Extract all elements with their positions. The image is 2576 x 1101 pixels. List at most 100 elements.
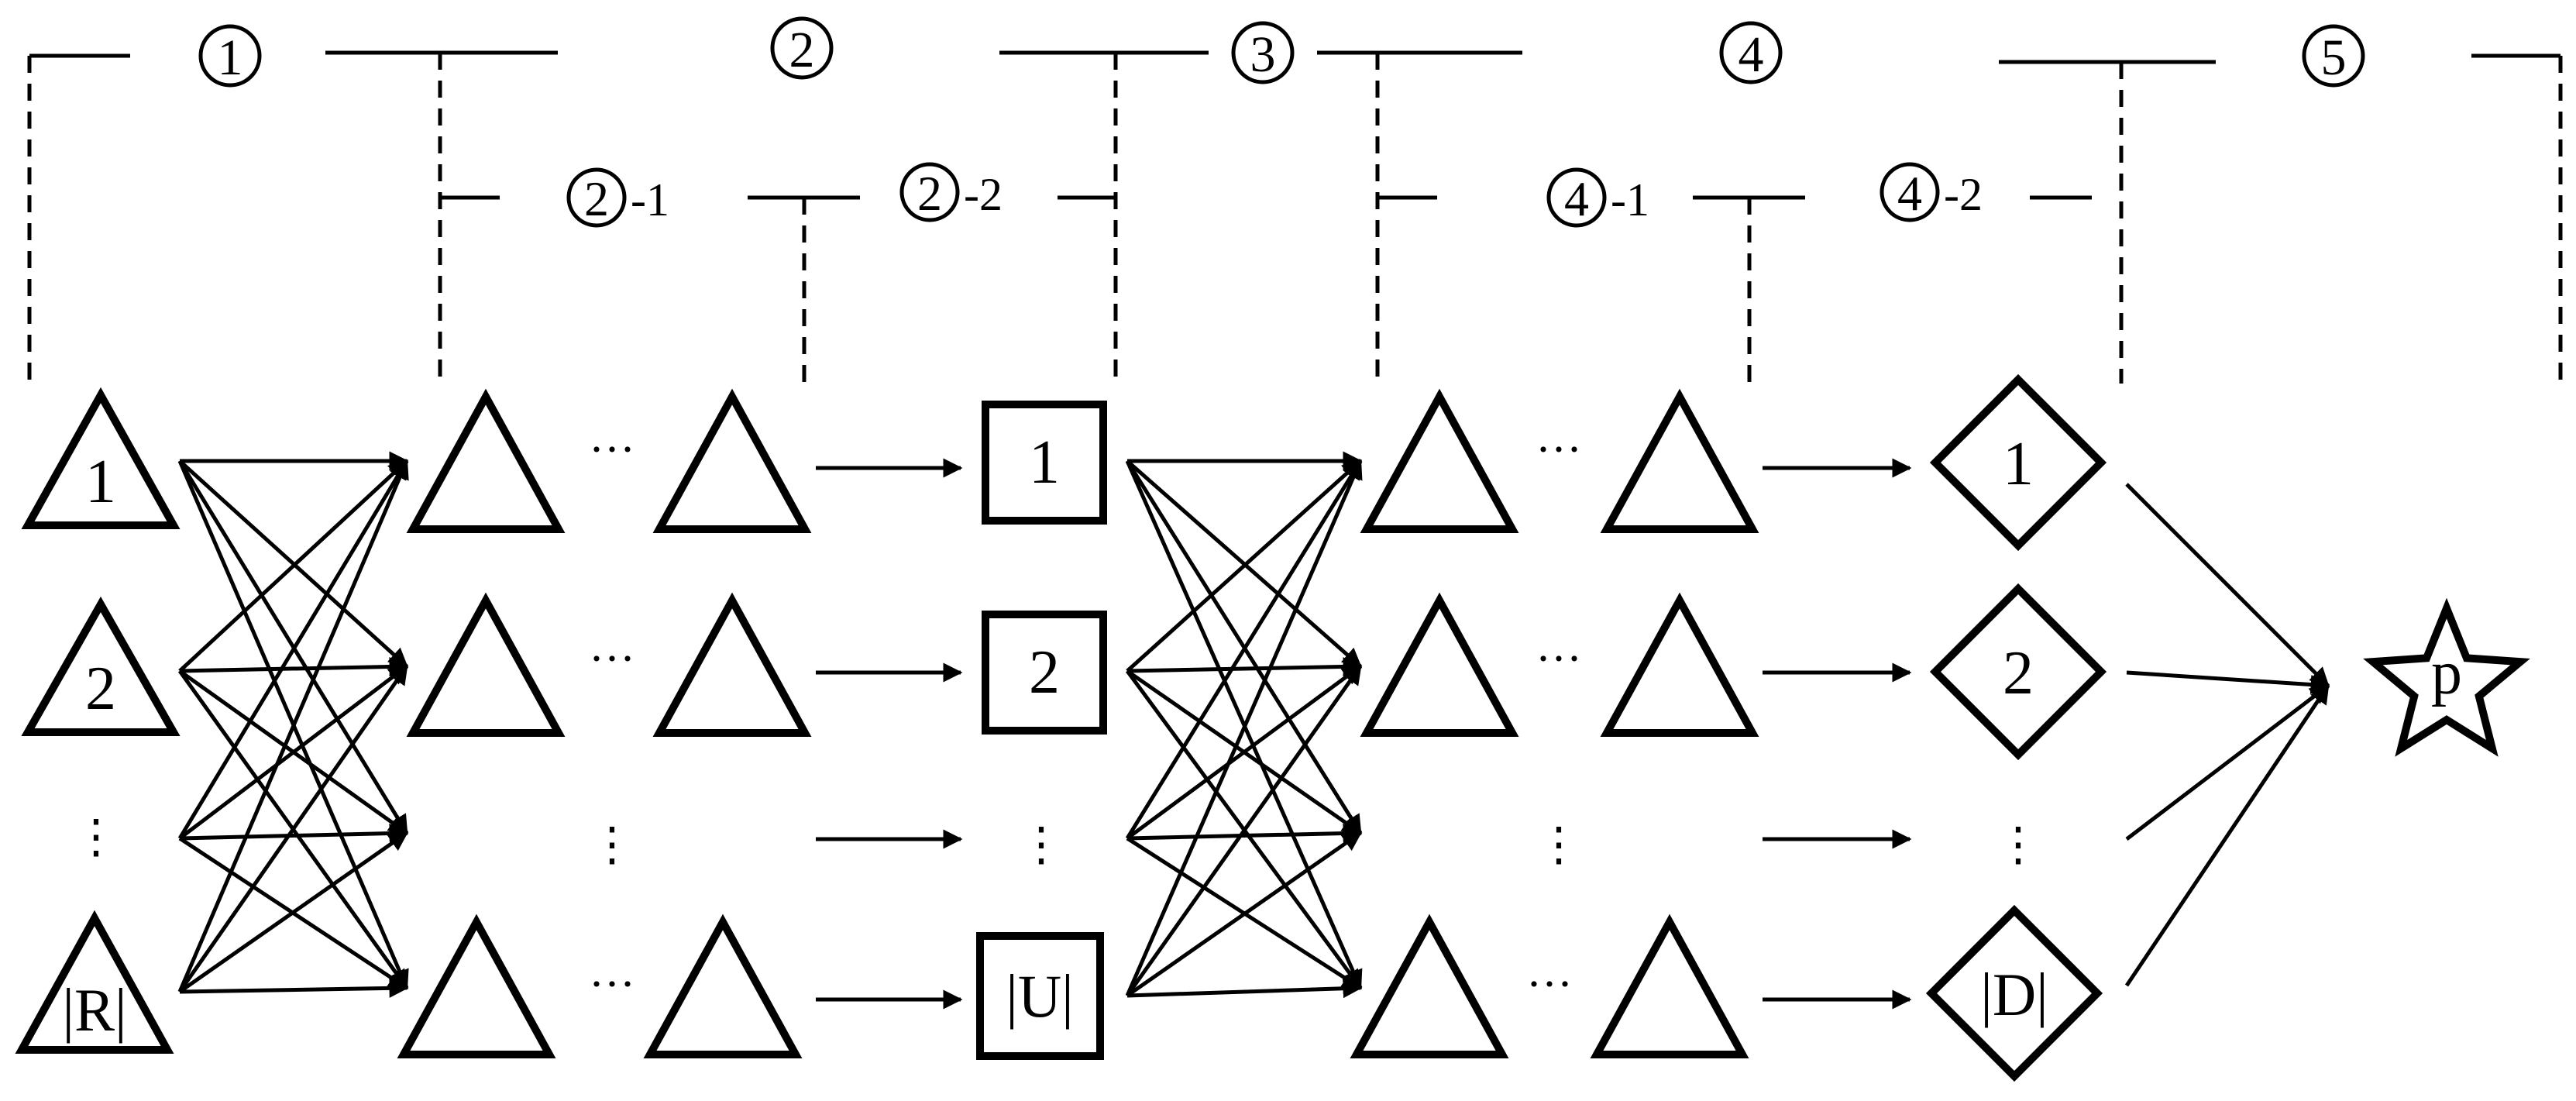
stage-label-1: 1 [198,24,262,88]
edge-to-output-1 [2126,670,2330,695]
input-node-2: 2 [21,596,181,736]
stage2-triangles [397,388,812,1058]
stage-label-3: 3 [1231,21,1295,84]
square-icon [982,611,1107,735]
triangle-icon [1360,388,1519,533]
u-node-label: 2 [1029,638,1060,707]
input-node-label: 1 [85,448,116,516]
stage-label-circle [1231,21,1295,84]
stage-label-5: 5 [2302,24,2365,88]
dense-edge-3-3-3 [1126,979,1363,999]
dense-edge-3-2-0 [1125,459,1363,840]
horizontal-ellipsis: ··· [589,633,635,684]
triangle-icon [15,910,174,1054]
triangle-icon [21,387,181,529]
horizontal-ellipsis: ··· [1536,633,1582,684]
output-node-label: p [2431,639,2462,707]
dense-edge-3-2-2 [1126,824,1363,844]
horizontal-ellipsis: ··· [589,424,635,475]
square-icon [982,401,1107,525]
d-node-label: |D| [1980,961,2048,1028]
edges [177,451,2330,1010]
triangle-icon [406,388,566,533]
sub-stage-suffix: -1 [1611,174,1649,225]
triangle-icon [643,913,803,1058]
dense-edge-1-3-1 [177,664,409,993]
stage-brackets [29,50,2561,200]
d-node-d: |D| [1925,904,2103,1082]
sub-stage-label-0: 2 -1 [566,167,669,228]
d-node-1: 1 [1929,373,2107,552]
edge-to-output-3 [2124,683,2330,987]
sub-stage-circle [566,167,627,228]
input-node-r: |R| [15,910,174,1054]
star-icon [2363,597,2530,757]
sub-stage-circle [899,162,960,222]
dense-edge-1-3-3 [179,978,409,998]
horizontal-ellipsis: ··· [1536,424,1582,475]
dense-edge-3-2-1 [1126,664,1363,841]
u-node-u: |U| [976,932,1104,1060]
stage-label-circle [2302,24,2365,88]
stage-label-2: 2 [770,16,834,80]
stage2-ellipses: ··· ··· ··· ⋮ [589,424,635,1010]
sub-stage-label-3: 4 -2 [1880,162,1983,222]
input-vertical-ellipsis: ⋮ [73,811,119,862]
input-node-label: 2 [85,655,116,723]
horizontal-ellipsis: ··· [1526,958,1573,1010]
triangle-icon [21,596,181,736]
u-node-label: 1 [1029,428,1060,497]
stage-label-text: 1 [218,29,243,86]
stage-dividers [27,53,2563,391]
triangle-icon [397,913,556,1058]
triangle-icon [1590,913,1749,1058]
u-node-2: 2 [982,611,1107,735]
dense-edge-3-1-0 [1126,459,1362,673]
dense-edge-3-3-1 [1125,664,1363,997]
triangle-icon [1600,388,1759,533]
input-node-1: 1 [21,387,181,529]
sub-stage-suffix: -2 [1944,169,1983,220]
dense-edge-1-2-2 [179,824,409,844]
sub-stage-circle-text: 4 [1897,166,1922,221]
sub-stage-circle-text: 2 [917,166,942,221]
dense-edge-1-3-2 [178,831,409,994]
triangle-icon [652,592,812,737]
sub-stage-circle [1546,167,1607,228]
diamond-icon [1925,904,2103,1082]
stage-label-text: 5 [2321,29,2347,86]
stage-label-text: 2 [789,22,815,78]
sub-stage-suffix: -1 [631,174,669,225]
output-node: p [2363,597,2530,757]
triangle-icon [406,592,566,737]
horizontal-ellipsis: ··· [589,958,635,1010]
stage-label-4: 4 [1719,21,1783,84]
diamond-icon [1929,373,2107,552]
stage4-ellipses: ··· ··· ··· ⋮ [1526,424,1582,1010]
sub-stage-suffix: -2 [964,169,1003,220]
stage-label-text: 4 [1739,26,1764,83]
triangle-icon [1350,913,1509,1058]
dense-edge-3-3-0 [1125,459,1363,996]
triangle-icon [652,388,812,533]
stage-label-circle [770,16,834,80]
stage-label-text: 3 [1250,26,1276,83]
dense-edge-1-2-1 [178,665,408,840]
edge-to-output-0 [2125,483,2330,687]
u-vertical-ellipsis: ⋮ [1018,819,1064,870]
stage4-triangles [1350,388,1759,1058]
vertical-ellipsis: ⋮ [1536,819,1582,870]
dense-edge-3-3-2 [1126,831,1363,998]
input-node-label: |R| [62,976,126,1044]
d-node-label: 2 [2003,639,2034,707]
d-node-label: 1 [2003,430,2034,498]
u-node-label: |U| [1006,962,1074,1030]
stage-labels: 1 2 3 4 5 [198,16,2365,88]
diamond-icon [1929,583,2107,761]
sub-stage-circle-text: 2 [584,171,609,226]
sub-stage-label-1: 2 -2 [899,162,1003,222]
triangle-icon [1600,592,1759,737]
dense-edge-3-1-1 [1126,656,1363,676]
